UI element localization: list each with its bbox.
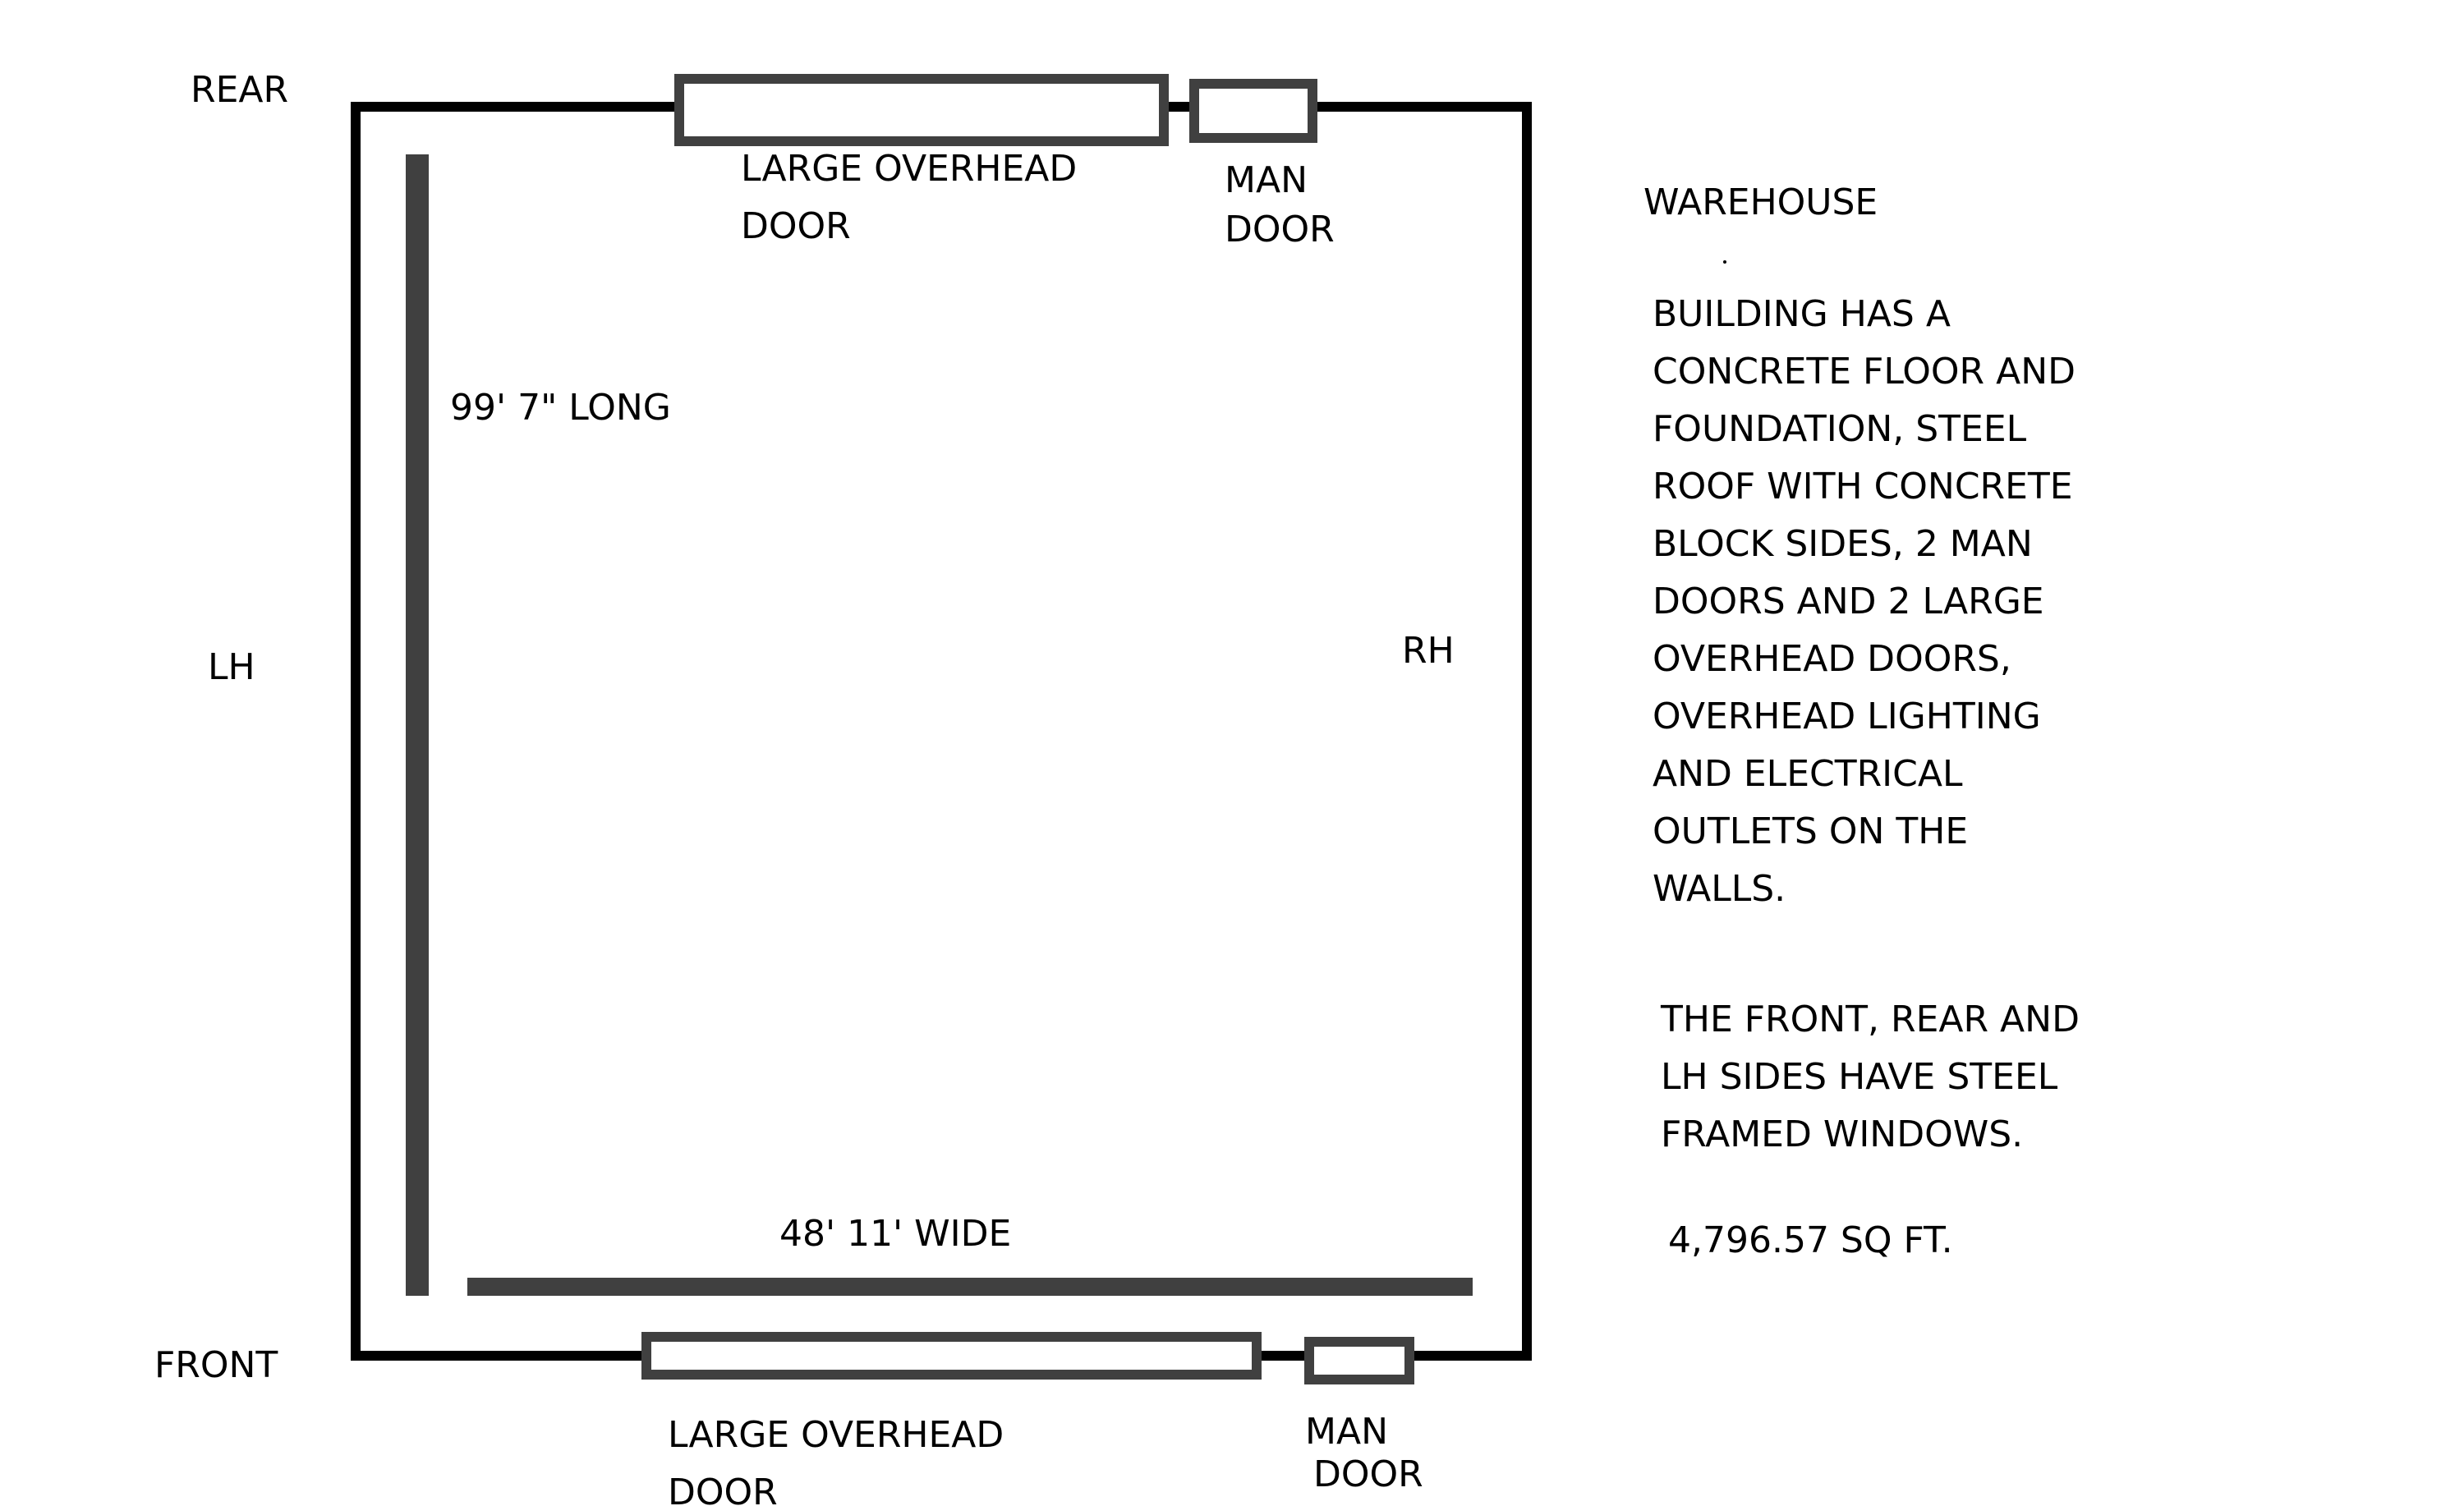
rear-man-door-label: MAN [1225, 159, 1308, 201]
notes-windows-line: FRAMED WINDOWS. [1661, 1113, 2023, 1155]
rear-large-overhead-door [674, 74, 1169, 146]
front-overhead-door-label-2: DOOR [668, 1472, 778, 1506]
notes-description-line: DOORS AND 2 LARGE [1653, 581, 2044, 622]
length-dimension-label: 99' 7" LONG [450, 387, 671, 429]
notes-description-line: WALLS. [1653, 868, 1786, 910]
front-overhead-door-label: LARGE OVERHEAD [668, 1414, 1004, 1456]
rear-overhead-door-label: LARGE OVERHEAD [741, 148, 1077, 190]
notes-description-line: OVERHEAD DOORS, [1653, 638, 2011, 680]
right-side-label: RH [1402, 630, 1455, 672]
notes-description-line: BLOCK SIDES, 2 MAN [1653, 523, 2033, 565]
rear-man-door-label-2: DOOR [1225, 209, 1335, 250]
front-man-door [1304, 1337, 1414, 1384]
notes-area: 4,796.57 SQ FT. [1668, 1219, 1953, 1261]
front-large-overhead-door [641, 1332, 1262, 1380]
rear-overhead-door-label-2: DOOR [741, 205, 851, 247]
rear-man-door [1189, 79, 1317, 143]
length-dimension-bar [406, 154, 429, 1296]
notes-windows-line: LH SIDES HAVE STEEL [1661, 1056, 2058, 1098]
front-man-door-label: MAN [1305, 1411, 1388, 1453]
notes-description: BUILDING HAS A CONCRETE FLOOR AND FOUNDATI… [1653, 293, 2076, 910]
width-dimension-bar [467, 1278, 1473, 1296]
rear-side-label: REAR [191, 69, 288, 111]
notes-description-line: ROOF WITH CONCRETE [1653, 466, 2073, 507]
notes-description-line: OVERHEAD LIGHTING [1653, 696, 2041, 737]
notes-description-line: OUTLETS ON THE [1653, 810, 1968, 852]
notes-description-line: AND ELECTRICAL [1653, 753, 1963, 795]
notes-description-line: FOUNDATION, STEEL [1653, 408, 2027, 450]
notes-windows: THE FRONT, REAR AND LH SIDES HAVE STEEL FR… [1660, 999, 2080, 1155]
notes-windows-line: THE FRONT, REAR AND [1660, 999, 2080, 1040]
notes-description-line: BUILDING HAS A [1653, 293, 1951, 335]
building-outline [351, 102, 1532, 1361]
notes-title: WAREHOUSE [1643, 181, 1878, 223]
notes-description-line: CONCRETE FLOOR AND [1653, 351, 2076, 393]
notes-stray-dot [1723, 260, 1726, 264]
front-man-door-label-2: DOOR [1313, 1453, 1423, 1495]
front-side-label: FRONT [154, 1344, 278, 1386]
left-side-label: LH [208, 646, 255, 688]
width-dimension-label: 48' 11' WIDE [779, 1213, 1011, 1255]
